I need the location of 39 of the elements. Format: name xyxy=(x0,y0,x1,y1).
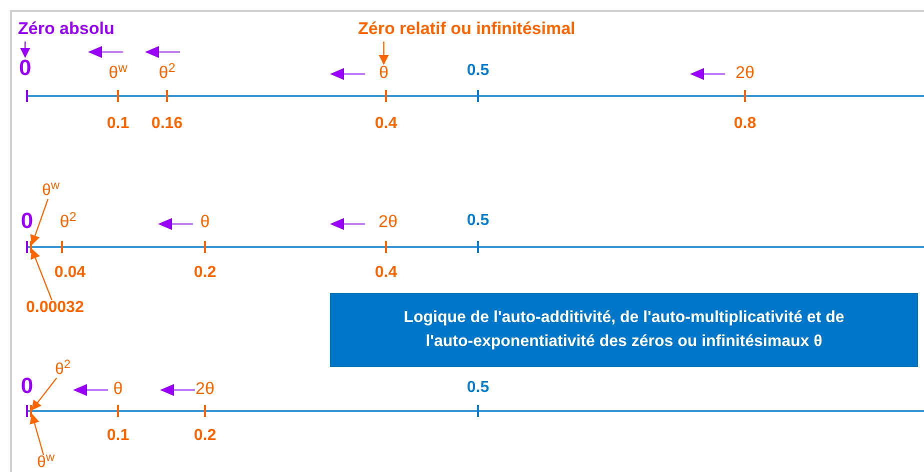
annotation-text: 0 xyxy=(19,57,32,79)
leader-arrow xyxy=(20,42,30,58)
tick-mark xyxy=(30,241,32,253)
annotation-text: 0.00032 xyxy=(26,300,84,316)
leader-arrow xyxy=(30,414,44,456)
value-label: 0.2 xyxy=(194,428,216,444)
title-banner: Logique de l'auto-additivité, de l'auto-multiplicativité et de l'auto-exponentiativité des zéros ou infinitésimaux θ xyxy=(330,293,918,367)
leader-arrow xyxy=(30,198,49,246)
leader-arrow xyxy=(378,42,389,65)
symbol-label: θ$^{2}$ xyxy=(60,213,76,230)
value-label: 0.1 xyxy=(106,116,130,132)
value-label: 0 xyxy=(20,375,34,397)
value-label: 0.16 xyxy=(151,116,183,132)
annotation-text: θ$^{2}$ xyxy=(55,362,71,378)
value-label: 0 xyxy=(20,210,34,232)
value-label: 0.5 xyxy=(466,213,490,229)
leader-arrow xyxy=(30,248,52,300)
value-label: 0.4 xyxy=(374,265,398,281)
symbol-label: θ xyxy=(200,213,210,230)
annotation-text: Zéro relatif ou infinitésimal xyxy=(358,16,576,42)
symbol-label: 2θ xyxy=(196,380,214,397)
leader-arrow xyxy=(31,378,58,410)
symbol-label: 2θ xyxy=(736,64,754,81)
tick-mark xyxy=(30,405,32,417)
value-label: 0.2 xyxy=(194,265,216,281)
value-label: 0.04 xyxy=(54,265,86,281)
value-label: 0.5 xyxy=(466,380,490,396)
value-label: 0.5 xyxy=(466,63,490,79)
value-label: 0.8 xyxy=(734,116,756,132)
symbol-label: θ xyxy=(113,380,123,397)
value-label: 0.4 xyxy=(374,116,398,132)
value-label: 0.1 xyxy=(106,428,130,444)
annotation-text: Zéro absolu xyxy=(18,16,114,42)
annotation-text: θ$^{w}$ xyxy=(37,455,55,471)
symbol-label: θ$^{2}$ xyxy=(158,64,176,81)
symbol-label: 2θ xyxy=(378,213,398,230)
annotation-text: θ$^{w}$ xyxy=(42,183,60,199)
annotation-text: θ xyxy=(379,64,388,81)
symbol-label: θ$^{w}$ xyxy=(108,64,128,81)
